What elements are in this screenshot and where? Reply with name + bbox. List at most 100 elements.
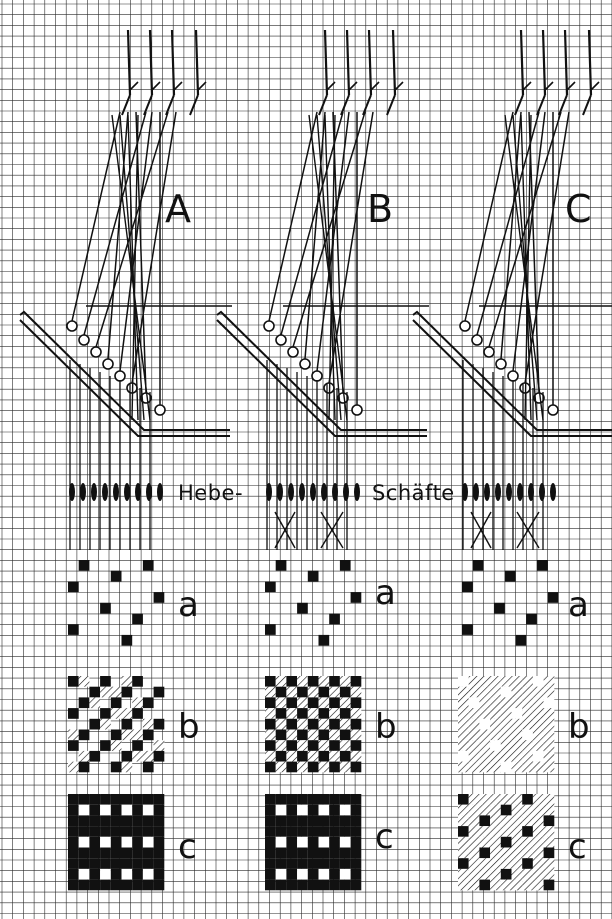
pattern-cell xyxy=(297,847,308,859)
pattern-cell xyxy=(68,879,79,891)
pattern-cell xyxy=(511,804,523,816)
pattern-cell xyxy=(275,750,287,762)
pattern-cell xyxy=(297,794,308,805)
pattern-cell xyxy=(100,676,111,687)
pattern-cell xyxy=(339,826,351,837)
pattern-cell xyxy=(68,868,79,880)
pattern-cell xyxy=(532,836,544,848)
heddle-eye xyxy=(69,483,75,501)
pattern-cell xyxy=(307,708,319,719)
pattern-cell xyxy=(297,740,308,751)
pattern-cell xyxy=(121,836,133,848)
pattern-cell xyxy=(458,740,469,751)
pattern-cell xyxy=(153,804,165,816)
pattern-cell xyxy=(110,697,122,709)
row-label-a-2: a xyxy=(375,573,396,613)
pattern-cell xyxy=(479,676,491,687)
pattern-cell xyxy=(479,708,491,719)
pattern-cell xyxy=(297,729,308,741)
pattern-cell xyxy=(286,836,298,848)
pattern-cell xyxy=(522,718,533,730)
pattern-cell xyxy=(479,847,491,859)
pattern-cell xyxy=(500,740,512,751)
row-label-a-3: a xyxy=(568,585,589,625)
pattern-cell xyxy=(494,602,505,614)
pattern-cell xyxy=(468,697,480,709)
pattern-cell xyxy=(286,740,298,751)
pattern-cell xyxy=(78,868,90,880)
pattern-cell xyxy=(153,868,165,880)
pattern-cell xyxy=(543,750,555,762)
pattern-cell xyxy=(318,686,330,698)
pattern-cell xyxy=(543,826,555,837)
pattern-cell xyxy=(329,729,340,741)
pattern-cell xyxy=(297,858,308,869)
row-label-c-3: c xyxy=(568,827,587,867)
pattern-cell xyxy=(110,740,122,751)
pattern-cell xyxy=(121,815,133,827)
pattern-b-3 xyxy=(458,676,555,773)
pattern-cell xyxy=(100,868,111,880)
pattern-cell xyxy=(500,718,512,730)
pattern-cell xyxy=(68,858,79,869)
pattern-cell xyxy=(490,826,501,837)
pattern-cell xyxy=(265,847,276,859)
pattern-cell xyxy=(500,761,512,773)
heddle-eye xyxy=(517,483,523,501)
pattern-cell xyxy=(318,826,330,837)
pattern-cell xyxy=(307,718,319,730)
pattern-cell xyxy=(89,847,101,859)
pattern-cell xyxy=(110,836,122,848)
pattern-cell xyxy=(307,847,319,859)
pattern-cell xyxy=(500,794,512,805)
pattern-cell xyxy=(265,676,276,687)
pattern-cell xyxy=(132,815,143,827)
pattern-cell xyxy=(511,847,523,859)
pattern-cell xyxy=(532,729,544,741)
pattern-cell xyxy=(350,697,362,709)
pattern-cell xyxy=(458,718,469,730)
pattern-cell xyxy=(339,708,351,719)
pattern-cell xyxy=(479,794,491,805)
pattern-cell xyxy=(89,686,101,698)
pattern-cell xyxy=(543,740,555,751)
pattern-cell xyxy=(350,868,362,880)
pattern-cell xyxy=(132,804,143,816)
pattern-cell xyxy=(329,868,340,880)
pattern-cell xyxy=(286,697,298,709)
pattern-cell xyxy=(532,858,544,869)
pattern-cell xyxy=(153,750,165,762)
pattern-cell xyxy=(307,750,319,762)
pattern-cell xyxy=(329,697,340,709)
pattern-cell xyxy=(297,761,308,773)
pattern-cell xyxy=(68,581,79,593)
pattern-cell xyxy=(275,879,287,891)
pattern-b-2 xyxy=(265,676,362,773)
pattern-cell xyxy=(522,794,533,805)
pattern-cell xyxy=(275,708,287,719)
pattern-cell xyxy=(543,815,555,827)
pattern-cell xyxy=(511,826,523,837)
pattern-cell xyxy=(500,804,512,816)
pattern-cell xyxy=(468,676,480,687)
pattern-cell xyxy=(275,718,287,730)
pattern-cell xyxy=(307,836,319,848)
pattern-cell xyxy=(153,686,165,698)
pattern-cell xyxy=(318,815,330,827)
pattern-cell xyxy=(265,740,276,751)
pattern-cell xyxy=(511,879,523,891)
pattern-cell xyxy=(89,879,101,891)
pattern-cell xyxy=(275,560,287,571)
row-label-b-3: b xyxy=(568,707,590,747)
pattern-cell xyxy=(479,686,491,698)
pattern-cell xyxy=(515,634,527,646)
threading-drawing xyxy=(19,29,612,550)
pattern-cell xyxy=(275,826,287,837)
pattern-cell xyxy=(68,676,79,687)
pattern-cell xyxy=(532,847,544,859)
pattern-cell xyxy=(468,826,480,837)
panel-title-c: C xyxy=(565,187,592,231)
pattern-cell xyxy=(329,761,340,773)
pattern-cell xyxy=(286,794,298,805)
pattern-cell xyxy=(339,740,351,751)
